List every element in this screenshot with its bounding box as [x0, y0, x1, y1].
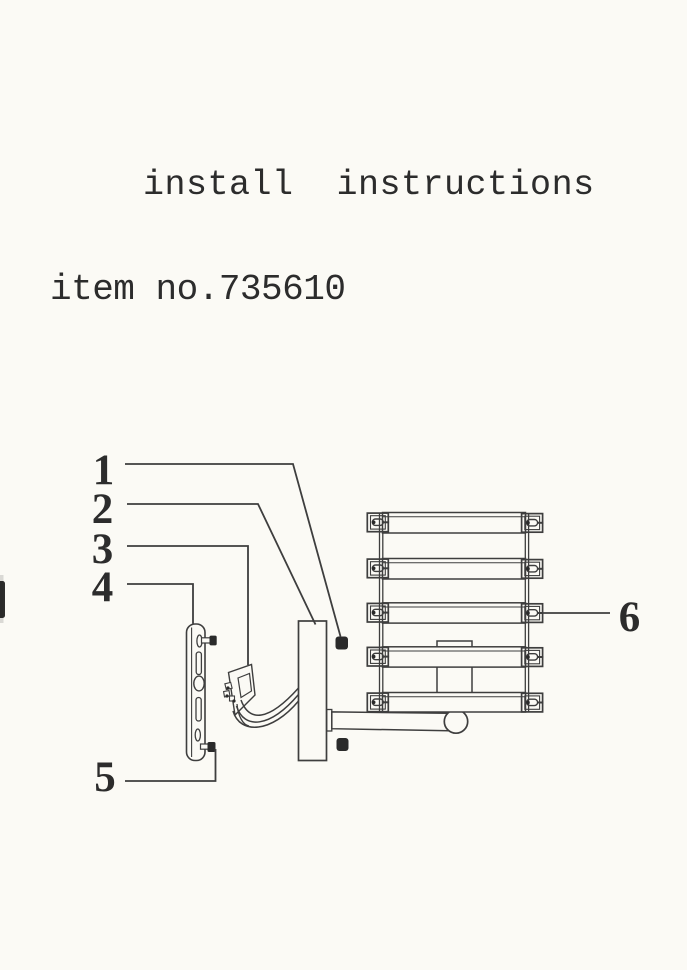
canopy-thumbscrew-top — [335, 636, 348, 650]
leader-line-5 — [125, 749, 217, 782]
slat-bracket — [520, 602, 545, 624]
slat-bracket — [366, 692, 391, 713]
part-label-4: 4 — [92, 564, 114, 611]
leader-line-1 — [125, 463, 342, 637]
part-label-5: 5 — [94, 754, 116, 801]
slat-bracket — [366, 512, 391, 533]
shade-slat — [381, 511, 527, 534]
shade-slats — [381, 511, 527, 713]
slat-bracket — [366, 602, 391, 623]
part-label-2: 2 — [92, 486, 114, 533]
slat-bracket — [366, 558, 391, 579]
wall-mount-plate — [185, 623, 217, 762]
document-title: install instructions — [143, 165, 595, 205]
wire-connector — [222, 663, 256, 717]
part-label-6: 6 — [619, 594, 641, 641]
shade-slat — [381, 557, 527, 580]
part-labels: 1 2 3 4 5 6 — [92, 447, 641, 801]
scan-artifact — [0, 575, 5, 623]
plate-slot-long-bottom — [195, 696, 202, 722]
leader-line-3 — [127, 545, 249, 665]
arm-ball-joint — [443, 708, 469, 735]
slat-bracket — [520, 512, 545, 534]
part-label-1: 1 — [93, 447, 115, 494]
shade-slat — [381, 602, 527, 624]
mounting-screw-bottom — [199, 742, 216, 752]
slat-bracket — [520, 558, 545, 580]
plate-slot-small-bottom — [194, 728, 202, 742]
canopy-thumbscrew-bottom — [336, 738, 349, 751]
slat-bracket — [520, 646, 545, 668]
leader-line-4 — [127, 583, 194, 624]
shade-slat — [381, 691, 527, 713]
mounting-screw-top — [200, 635, 217, 646]
slat-bracket — [520, 692, 545, 713]
leader-line-2 — [127, 503, 317, 625]
slat-bracket — [366, 646, 391, 667]
canopy-backplate — [297, 620, 328, 762]
item-number: item no.735610 — [50, 269, 346, 310]
leader-lines — [125, 463, 610, 782]
plate-slot-long-top — [195, 651, 203, 676]
plate-center-hole — [193, 675, 205, 692]
wires — [232, 687, 300, 728]
shade-slat — [381, 646, 527, 668]
part-label-3: 3 — [92, 526, 114, 573]
